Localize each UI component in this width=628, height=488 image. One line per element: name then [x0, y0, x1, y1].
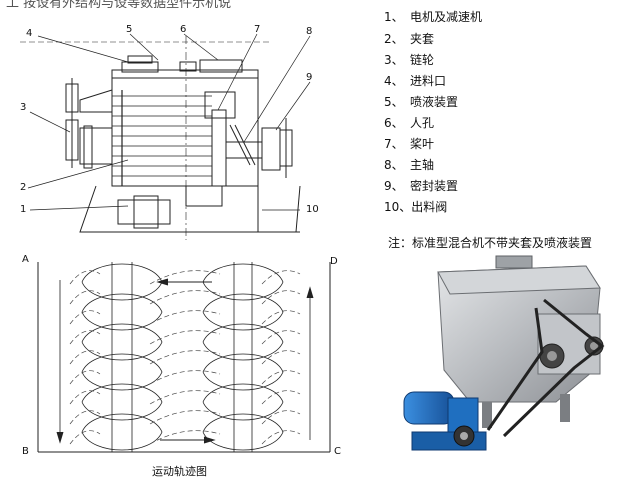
ribbon-loop: [202, 353, 284, 391]
mixer-photo: [403, 255, 605, 451]
ribbon-loop: [202, 293, 284, 331]
flow-streak: [149, 390, 221, 405]
flow-streak: [149, 290, 221, 305]
legend-item: 7、桨叶: [384, 137, 435, 151]
flow-streak: [261, 310, 301, 325]
legend-item: 6、人孔: [384, 116, 435, 130]
ribbon-loop: [202, 323, 284, 361]
ribbon-loop: [81, 383, 163, 421]
flow-streak: [149, 350, 221, 365]
flow-streak: [69, 310, 101, 325]
legend-item: 4、进料口: [384, 74, 447, 88]
flow-streak: [149, 410, 221, 425]
ribbon-loop: [81, 293, 163, 331]
ribbon-loop: [81, 263, 163, 301]
callout-8: 8: [306, 26, 313, 37]
flow-streak: [69, 270, 101, 285]
ribbon-loop: [202, 413, 284, 451]
flow-streak: [261, 350, 301, 365]
corner-a: A: [22, 254, 29, 265]
flow-streak: [149, 330, 221, 345]
callout-7: 7: [254, 24, 261, 35]
callout-10: 10: [306, 204, 319, 215]
corner-c: C: [334, 446, 341, 457]
flow-streak: [261, 330, 301, 345]
flow-streak: [261, 430, 301, 445]
legend-item: 1、电机及减速机: [384, 10, 483, 24]
callout-1: 1: [20, 204, 27, 215]
note-text: 注：标准型混合机不带夹套及喷液装置: [388, 236, 593, 250]
corner-b: B: [22, 446, 29, 457]
callout-4: 4: [26, 28, 33, 39]
flow-streak: [69, 430, 101, 445]
ribbon-loop: [81, 323, 163, 361]
flow-streak: [149, 270, 221, 285]
callout-6: 6: [180, 24, 187, 35]
flow-streak: [261, 390, 301, 405]
page-header: 工 按设有外结构与设等数据型件示机说: [0, 0, 628, 8]
flow-streak: [149, 310, 221, 325]
flow-streak: [69, 410, 101, 425]
callout-3: 3: [20, 102, 27, 113]
ribbon-loop: [202, 263, 284, 301]
corner-d: D: [330, 256, 338, 267]
flow-streak: [261, 290, 301, 305]
flow-streak: [261, 270, 301, 285]
ribbon-loop: [202, 383, 284, 421]
flow-streak: [69, 290, 101, 305]
legend-item: 3、链轮: [384, 53, 435, 67]
flow-streak: [69, 370, 101, 385]
legend-item: 8、主轴: [384, 158, 435, 172]
trajectory-caption: 运动轨迹图: [152, 465, 207, 478]
page-header-text: 工 按设有外结构与设等数据型件示机说: [6, 0, 232, 8]
flow-streak: [261, 410, 301, 425]
flow-streak: [69, 390, 101, 405]
legend-item: 5、喷液装置: [384, 95, 459, 109]
flow-streak: [149, 430, 221, 445]
legend-item: 10、出料阀: [384, 200, 448, 214]
ribbon-loop: [81, 413, 163, 451]
legend-item: 9、密封装置: [384, 179, 459, 193]
ribbon-loop: [81, 353, 163, 391]
flow-streak: [69, 350, 101, 365]
flow-streak: [69, 330, 101, 345]
flow-streak: [149, 370, 221, 385]
callout-9: 9: [306, 72, 313, 83]
legend-item: 2、夹套: [384, 32, 435, 46]
flow-streak: [261, 370, 301, 385]
callout-5: 5: [126, 24, 133, 35]
callout-2: 2: [20, 182, 27, 193]
